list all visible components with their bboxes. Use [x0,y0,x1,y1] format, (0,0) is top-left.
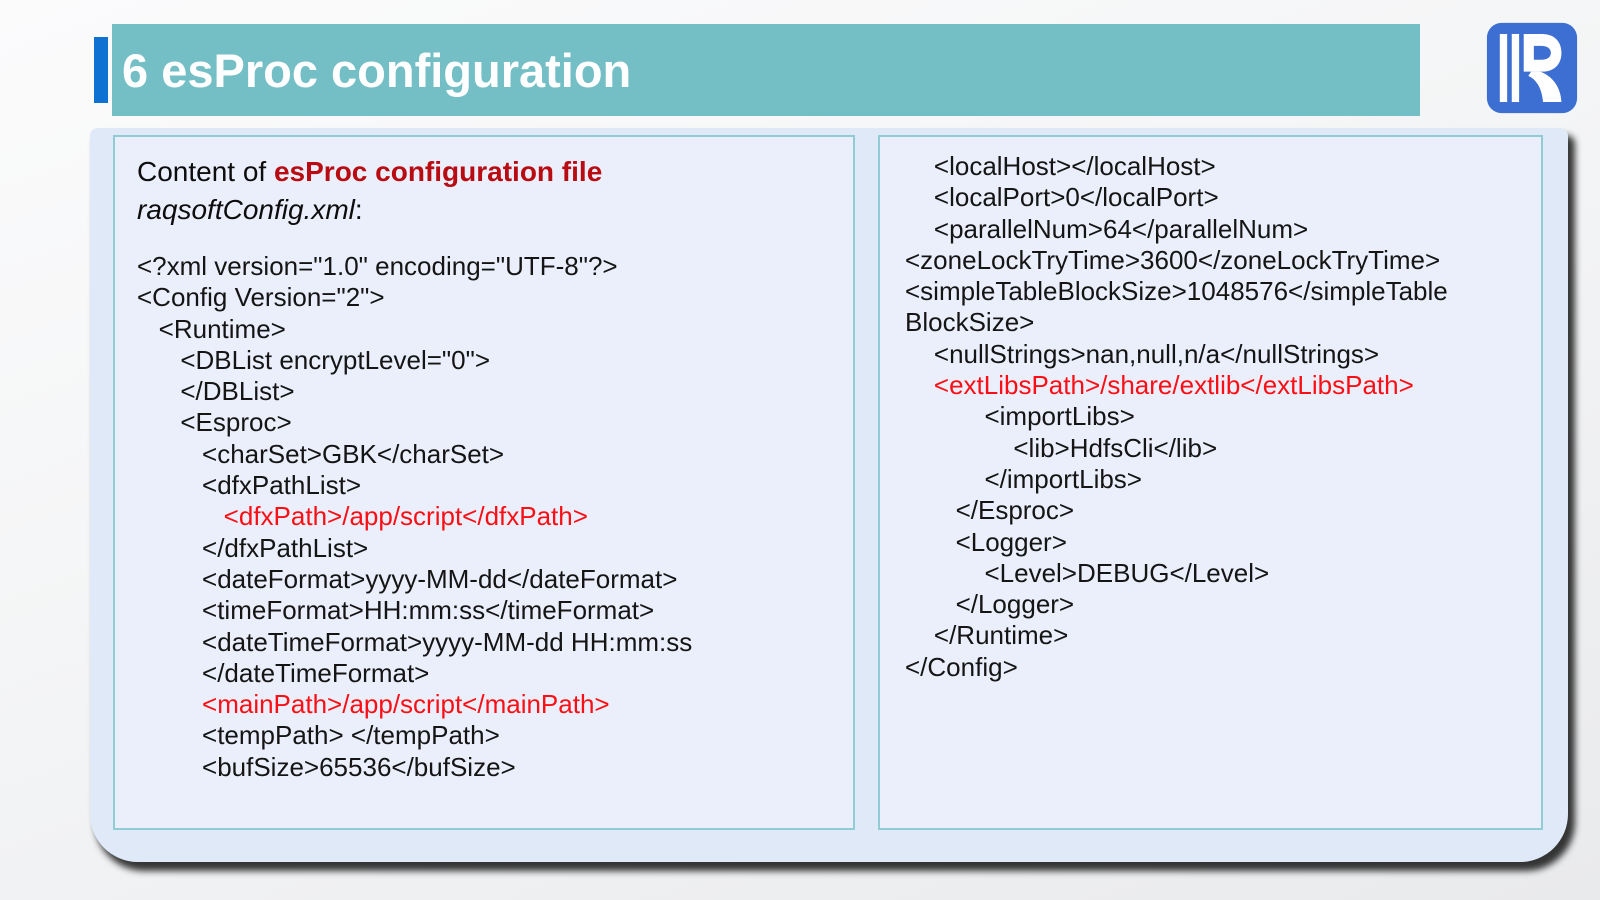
code-line: <Runtime> [137,313,286,344]
code-line: <mainPath>/app/script</mainPath> [137,689,610,720]
code-line: <dateFormat>yyyy-MM-dd</dateFormat> [137,563,678,594]
left-config-panel: Content of esProc configuration file raq… [113,135,855,830]
code-line: <Config Version="2"> [137,282,385,313]
intro-highlight: esProc configuration file [273,156,603,187]
intro-filename: raqsoftConfig.xml [137,194,355,225]
code-line: <nullStrings>nan,null,n/a</nullStrings> [905,338,1380,369]
code-line: <importLibs> [905,401,1135,432]
title-accent-bar [94,37,108,103]
code-line: BlockSize> [905,307,1035,338]
header-bar: 6 esProc configuration [112,24,1420,116]
code-line: <Logger> [905,526,1067,557]
code-line: </Esproc> [905,495,1075,526]
intro-text: Content of esProc configuration file raq… [137,153,831,229]
code-line: </DBList> [137,376,295,407]
code-line: <dfxPathList> [137,470,362,501]
code-line: <zoneLockTryTime>3600</zoneLockTryTime> [905,244,1441,275]
code-line: <localHost></localHost> [905,151,1216,181]
intro-suffix: : [354,194,363,225]
xml-code-right: <localHost></localHost> <localPort>0</lo… [905,151,1516,683]
intro-prefix: Content of [137,156,274,187]
code-line: </Logger> [905,589,1075,620]
code-line: <Level>DEBUG</Level> [905,557,1270,588]
code-line: <timeFormat>HH:mm:ss</timeFormat> [137,595,655,626]
code-line: <extLibsPath>/share/extlib</extLibsPath> [905,370,1414,401]
code-line: <dateTimeFormat>yyyy-MM-dd HH:mm:ss [137,626,693,657]
code-line: <dfxPath>/app/script</dfxPath> [137,501,588,532]
code-line: <parallelNum>64</parallelNum> [905,213,1309,244]
code-line: </dfxPathList> [137,532,369,563]
code-line: <simpleTableBlockSize>1048576</simpleTab… [905,276,1448,307]
code-line: <localPort>0</localPort> [905,182,1219,213]
code-line: </importLibs> [905,463,1142,494]
code-line: <DBList encryptLevel="0"> [137,344,491,375]
xml-code-left: <?xml version="1.0" encoding="UTF-8"?><C… [137,251,831,783]
code-line: </dateTimeFormat> [137,657,430,688]
code-line: <lib>HdfsCli</lib> [905,432,1218,463]
code-line: <bufSize>65536</bufSize> [137,751,516,782]
code-line: <?xml version="1.0" encoding="UTF-8"?> [137,251,618,281]
page-title: 6 esProc configuration [122,43,632,97]
content-card: Content of esProc configuration file raq… [90,128,1568,862]
raqsoft-logo-icon [1473,22,1591,114]
code-line: <tempPath> </tempPath> [137,720,500,751]
code-line: <charSet>GBK</charSet> [137,438,505,469]
code-line: </Runtime> [905,620,1069,651]
code-line: <Esproc> [137,407,292,438]
right-config-panel: <localHost></localHost> <localPort>0</lo… [878,135,1543,830]
code-line: </Config> [905,651,1018,682]
